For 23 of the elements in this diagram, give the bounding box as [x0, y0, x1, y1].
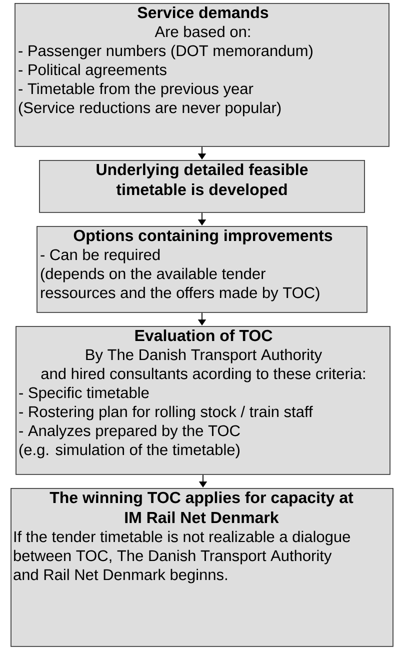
body-text: (e.g. simulation of the timetable): [19, 444, 240, 458]
box-heading: The winning TOC applies for capacity at IM Rail Net Denmark: [50, 491, 354, 524]
list-item: - Specific timetable: [19, 386, 149, 402]
body-text: By The Danish Transport Authority and hired consultants acording to these criteria:: [41, 348, 365, 382]
list-item: - Analyzes prepared by the TOC: [19, 424, 240, 440]
list-item: - Passenger numbers (DOT memorandum): [18, 44, 312, 60]
process-box: [10, 488, 394, 647]
process-box: [16, 326, 390, 475]
box-heading: Underlying detailed feasible timetable is developed: [96, 163, 308, 198]
list-item: - Rostering plan for rolling stock / train staff: [19, 406, 313, 420]
body-text: If the tender timetable is not realizable a dialogue between TOC, The Danish Transport Authority and Rail Net Denmark beginns.: [14, 530, 350, 584]
process-box: [39, 160, 365, 213]
list-item: - Can be required: [40, 248, 160, 264]
process-box: [36, 226, 368, 313]
list-item: - Political agreements: [18, 64, 166, 78]
process-box: [14, 3, 390, 147]
list-item: - Timetable from the previous year: [18, 82, 254, 98]
box-heading: Service demands: [138, 6, 268, 18]
body-text: Are based on:: [154, 26, 250, 38]
box-heading: Options containing improvements: [74, 229, 332, 244]
body-text: (depends on the available tender ressources and the offers made by TOC): [40, 268, 320, 302]
body-text: (Service reductions are never popular): [18, 102, 281, 116]
box-heading: Evaluation of TOC: [135, 329, 272, 342]
